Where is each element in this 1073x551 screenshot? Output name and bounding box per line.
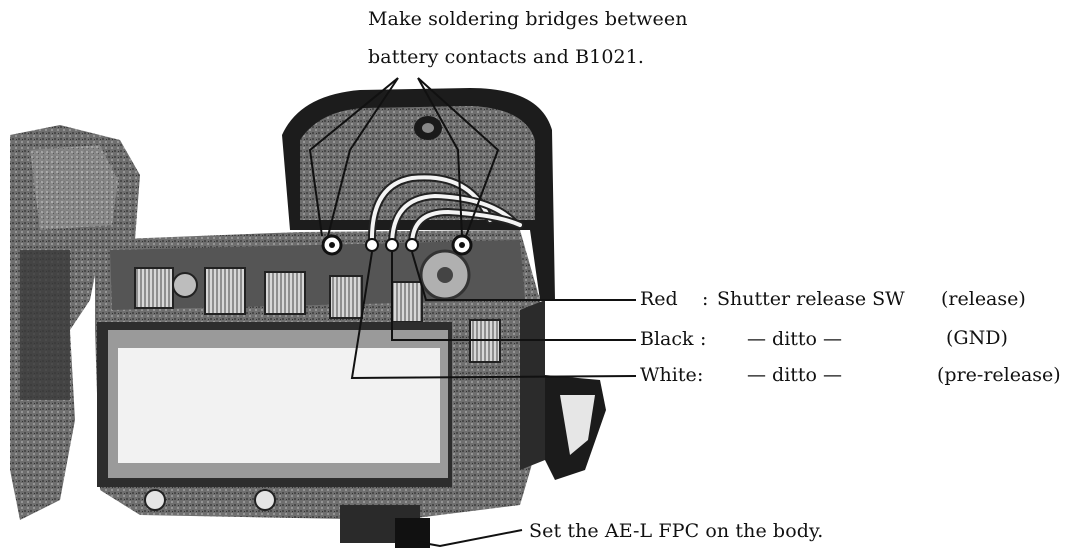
connector-pads <box>134 267 501 363</box>
wire-white-signal: (pre-release) <box>937 364 1061 386</box>
solder-contacts <box>321 234 473 256</box>
wire-red-color: Red <box>640 288 678 310</box>
wire-red-description: Shutter release SW <box>717 288 905 310</box>
callout-top-line1: Make soldering bridges between <box>368 8 688 30</box>
wire-white-description: — ditto — <box>747 364 843 386</box>
wire-white-color: White <box>640 364 697 386</box>
wire-black-description: — ditto — <box>747 328 843 350</box>
wire-red-signal: (release) <box>941 288 1026 310</box>
callout-top-line2: battery contacts and B1021. <box>368 46 645 68</box>
strap-lug <box>520 300 606 480</box>
circuit-board <box>95 230 545 548</box>
camera-body-left <box>10 125 140 520</box>
leader-lines <box>308 77 637 548</box>
callout-bottom: Set the AE-L FPC on the body. <box>529 520 824 542</box>
lcd-panel <box>97 322 452 487</box>
wire-red-colon: : <box>702 288 709 310</box>
wire-black-color: Black <box>640 328 694 350</box>
soldered-wires <box>367 173 524 249</box>
wire-black-colon: : <box>700 328 707 350</box>
wire-black-signal: (GND) <box>946 327 1008 349</box>
wire-white-colon: : <box>697 364 704 386</box>
